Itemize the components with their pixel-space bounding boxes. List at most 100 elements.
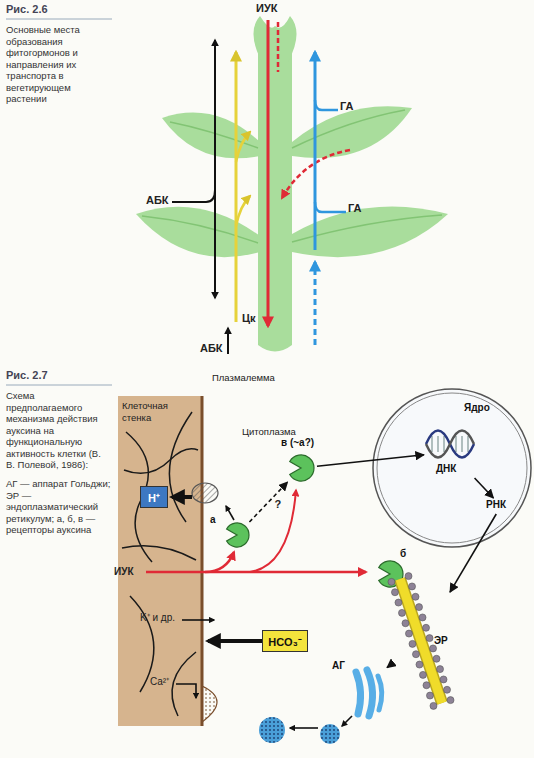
proton-arrow xyxy=(172,495,192,499)
node-text: Ядро xyxy=(464,402,490,413)
vesicle-dots xyxy=(259,717,285,743)
node-text: б xyxy=(400,548,406,559)
node-text: РНК xyxy=(486,499,506,510)
base-pair xyxy=(455,436,457,452)
ribosome xyxy=(405,630,412,637)
leaf xyxy=(136,207,260,257)
ribosome xyxy=(409,583,416,590)
receptor: а xyxy=(222,522,252,548)
golgi-cisterna xyxy=(367,670,373,716)
ck-branch xyxy=(236,132,250,162)
golgi-apparatus: АГ xyxy=(332,660,387,718)
wall-fibre xyxy=(172,652,196,716)
dna-strand xyxy=(426,431,474,458)
iuk-arrow xyxy=(205,552,234,572)
hormone-label: АБК xyxy=(146,194,169,207)
figure-number: Рис. 2.7 xyxy=(6,369,48,382)
cell-wall xyxy=(118,396,202,726)
bicarbonate-arrow xyxy=(208,639,262,643)
wall-fibre xyxy=(169,412,192,522)
ribosome xyxy=(433,655,440,662)
hormone-label: ГА xyxy=(348,202,362,215)
ribosome xyxy=(391,589,398,596)
ribosome xyxy=(395,599,402,606)
figure-caption: Основные места образования фитогормонов … xyxy=(6,24,112,105)
ribosome xyxy=(409,640,416,647)
nuclear-envelope xyxy=(373,389,531,547)
region-label: Плазмалемма xyxy=(212,372,275,384)
proton-pump xyxy=(192,483,218,503)
receptor-shape xyxy=(285,454,317,482)
hormone-label: Цк xyxy=(242,312,256,325)
receptor-shape xyxy=(227,523,249,547)
node-text: АГ xyxy=(332,660,345,671)
base-pair xyxy=(437,436,439,452)
vesicle-arrow xyxy=(290,727,318,729)
base-pair xyxy=(431,436,433,452)
figure-number: Рис. 2.6 xyxy=(6,3,48,16)
iuk-arrow xyxy=(250,490,296,572)
ribosome xyxy=(412,593,419,600)
figure-caption: Схема предполагаемого механизма действия… xyxy=(6,390,112,471)
plasmalemma xyxy=(201,396,204,726)
abk-branch xyxy=(172,190,215,202)
ribosome xyxy=(444,686,451,693)
vesicle-dots xyxy=(320,724,340,744)
ribosome xyxy=(388,578,395,585)
midrib xyxy=(292,110,405,148)
abbreviation-note: АГ — аппарат Гольджи; ЭР — эндоплазматич… xyxy=(6,478,112,536)
ribosome xyxy=(416,604,423,611)
hormone-label: АБК xyxy=(200,342,223,355)
apex xyxy=(253,16,296,62)
ribosome xyxy=(419,614,426,621)
hormone-label: ИУК xyxy=(256,2,277,15)
node-text: ЭР xyxy=(434,635,448,646)
region-label: Клеточная стенка xyxy=(122,400,196,423)
bicarbonate-box: HCO₃⁻ xyxy=(262,630,308,652)
wall-fibre xyxy=(124,449,198,474)
ribosome xyxy=(405,573,412,580)
proton-box: H⁺ xyxy=(140,486,168,508)
ribosome xyxy=(426,692,433,699)
abk-root-arrow xyxy=(227,328,229,354)
base-pair xyxy=(443,436,445,452)
edge-label: ? xyxy=(275,498,282,511)
abk-transport xyxy=(214,40,216,298)
ion-label: Ca²⁺ xyxy=(150,676,169,688)
nuclear-envelope xyxy=(377,393,527,543)
node-text: HCO₃⁻ xyxy=(268,634,302,649)
ribosome xyxy=(412,651,419,658)
iuk-dashed xyxy=(277,22,280,72)
vesicle xyxy=(320,724,340,744)
ck-branch xyxy=(236,196,250,226)
cell xyxy=(118,396,366,744)
ribosome xyxy=(447,697,454,704)
node-text: H⁺ xyxy=(148,490,160,505)
vesicle xyxy=(259,717,285,743)
stem xyxy=(258,48,292,352)
dna: ДНК xyxy=(424,426,476,478)
receptor-shape xyxy=(222,522,252,548)
ga-branch xyxy=(315,202,346,212)
vesicle-arrow xyxy=(342,716,352,726)
ga-transport xyxy=(314,52,317,250)
receptor: в (~а?) xyxy=(285,454,317,482)
ribosome xyxy=(419,671,426,678)
activation-arrow xyxy=(226,506,234,520)
rna: РНК xyxy=(484,498,518,514)
endoplasmic-reticulum: ЭР xyxy=(392,575,450,707)
ribosome xyxy=(416,661,423,668)
base-pair xyxy=(467,436,469,452)
caption-rule xyxy=(6,19,112,20)
golgi-cisterna xyxy=(356,672,361,714)
exocytosis-bulge xyxy=(202,686,217,722)
node-text: в (~а?) xyxy=(281,437,314,448)
ck-transport xyxy=(235,52,238,322)
ribosome xyxy=(440,676,447,683)
ribosome xyxy=(402,620,409,627)
nucleus: ЯдроДНК РНК xyxy=(372,388,532,548)
arrow-connector xyxy=(249,482,287,522)
ion-arrow xyxy=(182,619,214,621)
region-label: Цитоплазма xyxy=(242,426,296,438)
